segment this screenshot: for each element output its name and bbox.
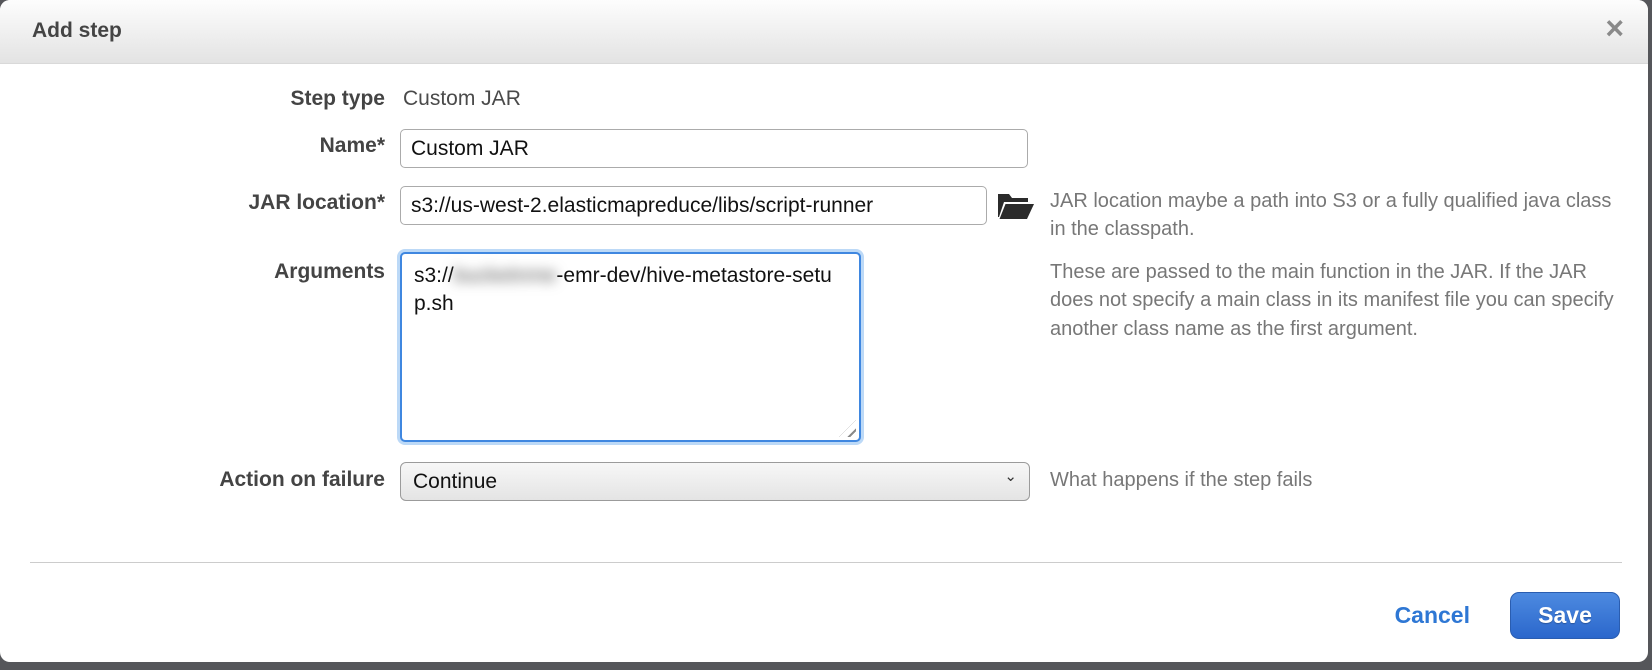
- jar-location-help: JAR location maybe a path into S3 or a f…: [1050, 190, 1612, 241]
- arguments-help: These are passed to the main function in…: [1050, 261, 1614, 340]
- action-on-failure-label: Action on failure: [219, 468, 385, 491]
- footer-divider: [30, 562, 1622, 563]
- open-folder-icon: [998, 194, 1034, 219]
- redacted-bucket-name: bucketnme: [453, 264, 557, 287]
- arguments-textarea[interactable]: s3://bucketnme-emr-dev/hive-metastore-se…: [400, 252, 861, 442]
- name-input[interactable]: [400, 129, 1028, 168]
- modal-header: Add step ×: [0, 0, 1648, 64]
- chevron-down-icon: ⌄: [1004, 468, 1017, 485]
- jar-location-input[interactable]: [400, 186, 987, 225]
- jar-location-label: JAR location*: [248, 191, 385, 214]
- action-on-failure-select[interactable]: Continue ⌄: [400, 462, 1030, 501]
- save-button[interactable]: Save: [1510, 592, 1620, 639]
- footer-actions: Cancel Save: [1395, 592, 1620, 639]
- close-icon[interactable]: ×: [1605, 10, 1624, 46]
- step-type-value: Custom JAR: [403, 87, 521, 110]
- modal-title: Add step: [32, 19, 122, 42]
- cancel-button[interactable]: Cancel: [1394, 602, 1470, 628]
- arguments-value-suffix: -emr-dev/hive-metastore-setup.sh: [414, 264, 832, 316]
- textarea-resize-handle[interactable]: [839, 420, 856, 437]
- arguments-value-prefix: s3://: [414, 264, 454, 287]
- action-on-failure-value: Continue: [413, 470, 498, 493]
- browse-s3-button[interactable]: [996, 190, 1034, 222]
- name-label: Name*: [319, 134, 385, 157]
- arguments-label: Arguments: [274, 260, 385, 283]
- step-type-label: Step type: [290, 87, 385, 110]
- action-on-failure-help: What happens if the step fails: [1050, 469, 1313, 491]
